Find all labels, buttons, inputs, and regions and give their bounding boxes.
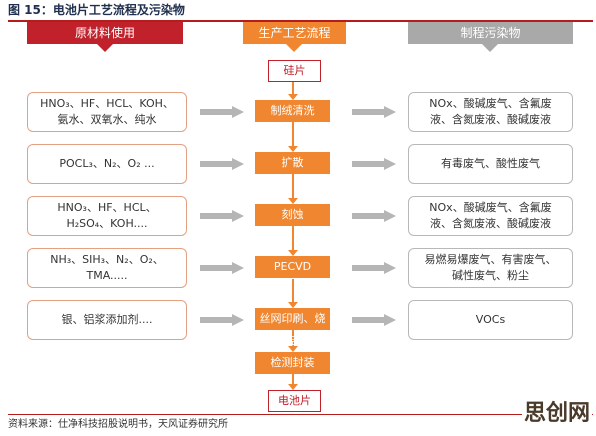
- material-box: HNO₃、HF、HCL、KOH、氨水、双氧水、纯水: [27, 92, 187, 132]
- material-text-line: TMA.....: [86, 269, 128, 282]
- pollutant-text-line: NOx、酸碱废气、含氟废: [429, 97, 552, 110]
- process-step-etching: 刻蚀: [255, 204, 330, 226]
- process-step-pecvd: PECVD: [255, 256, 330, 278]
- pollutant-text-line: 有毒废气、酸性废气: [441, 157, 540, 170]
- flow-connector: [292, 226, 294, 250]
- process-end-box: 电池片: [268, 390, 321, 412]
- flow-arrow-down: [288, 250, 298, 256]
- process-step-texturing: 制绒清洗: [255, 100, 330, 122]
- material-box: HNO₃、HF、HCL、 H₂SO₄、KOH....: [27, 196, 187, 236]
- pollutant-box: 有毒废气、酸性废气: [408, 144, 573, 184]
- output-arrow-icon: [352, 106, 396, 118]
- flow-arrow-down: [288, 346, 298, 352]
- output-arrow-icon: [352, 262, 396, 274]
- output-arrow-icon: [352, 210, 396, 222]
- output-arrow-icon: [352, 158, 396, 170]
- materials-header: 原材料使用: [27, 22, 183, 44]
- figure-title: 图 15：电池片工艺流程及污染物: [8, 2, 593, 22]
- material-text-line: HNO₃、HF、HCL、: [57, 201, 157, 214]
- pollutant-text-line: 液、含氮废液、酸碱废液: [430, 217, 551, 230]
- material-box: POCL₃、N₂、O₂ ...: [27, 144, 187, 184]
- input-arrow-icon: [200, 314, 244, 326]
- process-header: 生产工艺流程: [243, 22, 346, 44]
- output-arrow-icon: [352, 314, 396, 326]
- material-box: NH₃、SIH₃、N₂、O₂、 TMA.....: [27, 248, 187, 288]
- flow-connector: [292, 174, 294, 198]
- materials-header-pointer: [97, 44, 113, 52]
- process-step-diffusion: 扩散: [255, 152, 330, 174]
- pollutant-box: VOCs: [408, 300, 573, 340]
- material-text-line: 银、铝浆添加剂....: [61, 313, 153, 326]
- input-arrow-icon: [200, 106, 244, 118]
- flow-arrow-down: [288, 302, 298, 308]
- process-step-packaging: 检测封装: [255, 352, 330, 374]
- material-text-line: POCL₃、N₂、O₂ ...: [59, 157, 155, 170]
- process-header-pointer: [286, 44, 302, 52]
- pollutant-text-line: VOCs: [475, 313, 506, 326]
- input-arrow-icon: [200, 210, 244, 222]
- material-text-line: H₂SO₄、KOH....: [66, 217, 148, 230]
- input-arrow-icon: [200, 262, 244, 274]
- flow-connector: [292, 122, 294, 146]
- pollutant-text-line: 液、含氮废液、酸碱废液: [430, 113, 551, 126]
- watermark-logo: 思创网: [521, 400, 592, 428]
- pollutants-header-pointer: [482, 44, 498, 52]
- pollutant-text-line: 易燃易爆废气、有害废气、: [424, 253, 557, 266]
- flow-connector: [292, 279, 294, 302]
- process-start-box: 硅片: [268, 60, 321, 82]
- pollutants-header: 制程污染物: [408, 22, 573, 44]
- flow-arrow-down: [288, 198, 298, 204]
- pollutant-box: 易燃易爆废气、有害废气、碱性废气、粉尘: [408, 248, 573, 288]
- pollutant-text-line: 碱性废气、粉尘: [452, 269, 529, 282]
- pollutant-box: NOx、酸碱废气、含氟废液、含氮废液、酸碱废液: [408, 196, 573, 236]
- material-box: 银、铝浆添加剂....: [27, 300, 187, 340]
- pollutant-text-line: NOx、酸碱废气、含氟废: [429, 201, 552, 214]
- flow-connector: [292, 80, 294, 96]
- material-text-line: 氨水、双氧水、纯水: [57, 113, 157, 126]
- process-step-printing: 丝网印刷、烧结: [255, 308, 330, 347]
- flow-arrow-down: [288, 384, 298, 390]
- input-arrow-icon: [200, 158, 244, 170]
- material-text-line: HNO₃、HF、HCL、KOH、: [40, 97, 174, 110]
- pollutant-box: NOx、酸碱废气、含氟废液、含氮废液、酸碱废液: [408, 92, 573, 132]
- flow-connector: [292, 330, 294, 346]
- flow-arrow-down: [288, 146, 298, 152]
- source-note: 资料来源：仕净科技招股说明书，天风证券研究所: [8, 414, 593, 435]
- flow-arrow-down: [288, 94, 298, 100]
- material-text-line: NH₃、SIH₃、N₂、O₂、: [50, 253, 164, 266]
- flow-connector: [292, 374, 294, 386]
